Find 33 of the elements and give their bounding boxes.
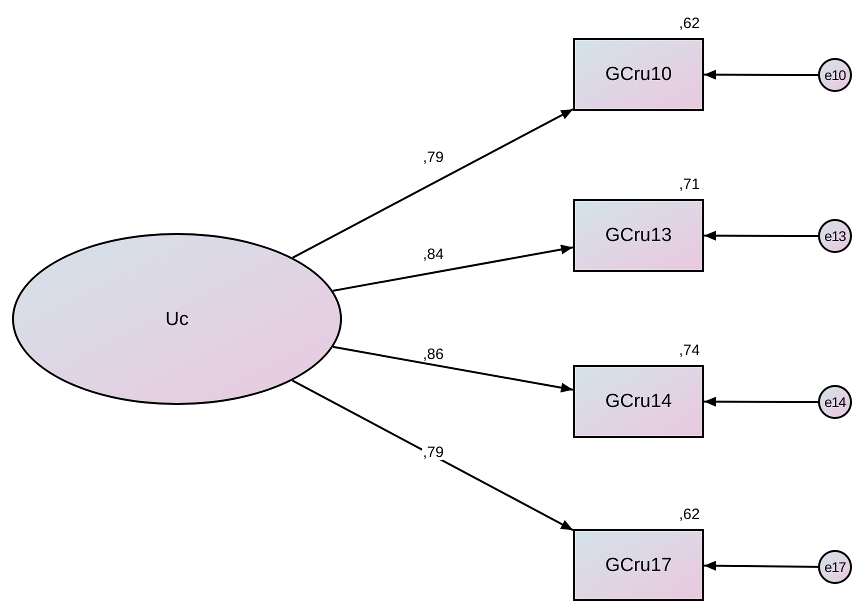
node-label: GCru13: [605, 226, 672, 245]
edge-label: ,84: [422, 246, 445, 262]
arrow: [704, 230, 818, 241]
observed-box: [573, 38, 704, 111]
squared-multiple-correlation: ,62: [679, 16, 700, 31]
error-circle: [818, 58, 852, 92]
edge-label: ,86: [422, 346, 445, 362]
observed-box: [573, 365, 704, 438]
node-label: e10: [824, 68, 846, 82]
arrow: [332, 346, 574, 393]
node-label: GCru14: [605, 392, 672, 411]
edge-label: ,79: [422, 150, 445, 166]
arrow: [292, 108, 574, 259]
observed-box: [573, 199, 704, 272]
arrow: [704, 70, 818, 80]
arrow: [332, 244, 574, 292]
error-circle: [818, 219, 852, 253]
node-label: GCru10: [605, 65, 672, 84]
edge-label: ,79: [422, 444, 445, 460]
observed-box: [573, 529, 704, 601]
error-circle: [818, 385, 852, 419]
squared-multiple-correlation: ,71: [679, 177, 700, 192]
arrow: [704, 560, 818, 571]
arrow: [292, 380, 574, 531]
error-circle: [818, 550, 852, 584]
node-label: e13: [824, 229, 846, 243]
node-label: e14: [824, 395, 846, 409]
node-label: GCru17: [605, 556, 672, 574]
arrow: [704, 396, 818, 407]
node-label: Uc: [165, 310, 189, 328]
node-label: e17: [824, 560, 846, 574]
squared-multiple-correlation: ,74: [679, 343, 700, 358]
squared-multiple-correlation: ,62: [679, 507, 700, 522]
